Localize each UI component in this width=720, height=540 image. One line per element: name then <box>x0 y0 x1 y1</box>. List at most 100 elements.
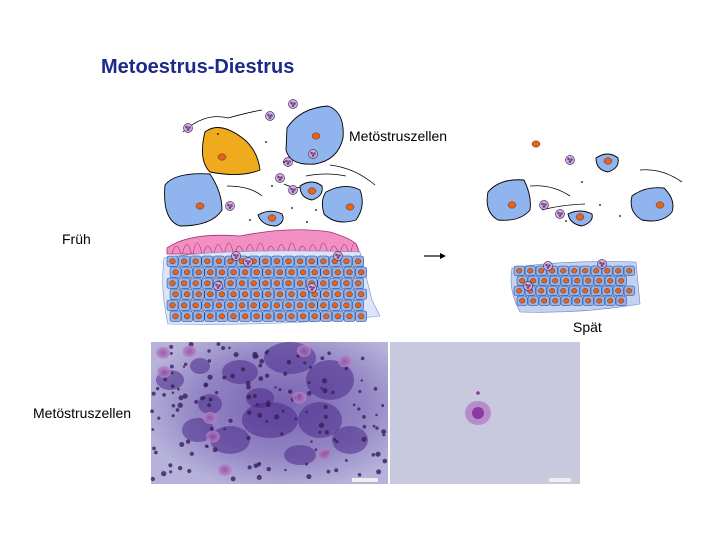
nucleus <box>227 258 234 265</box>
nucleus <box>560 288 567 294</box>
neutrophil <box>308 149 318 159</box>
nucleus <box>250 302 257 309</box>
nucleus <box>169 280 176 287</box>
nucleus <box>575 213 585 221</box>
nucleus <box>320 280 327 287</box>
nucleus <box>204 258 211 265</box>
nucleus <box>207 313 214 320</box>
nucleus <box>596 298 603 304</box>
nucleus <box>519 278 526 284</box>
nucleus <box>519 298 526 304</box>
nucleus <box>218 313 226 320</box>
early-epithelium <box>162 229 381 325</box>
neutrophil <box>213 281 223 291</box>
neutrophil <box>183 123 193 133</box>
nucleus <box>183 269 191 276</box>
nucleus <box>552 298 559 304</box>
nucleus <box>262 302 269 309</box>
nucleus <box>549 288 556 294</box>
nucleus <box>354 258 362 265</box>
nucleus <box>331 280 339 287</box>
nucleus <box>265 269 272 276</box>
stained-cell <box>317 448 332 461</box>
nucleus <box>334 313 342 320</box>
nucleus <box>204 280 211 287</box>
nucleus <box>288 269 295 276</box>
pink-keratinized-layer <box>166 229 361 255</box>
nucleus <box>626 268 633 274</box>
nucleus <box>618 298 625 304</box>
cell-cluster <box>210 426 250 454</box>
nucleus <box>354 302 362 309</box>
nucleus <box>215 258 223 265</box>
nucleus <box>241 313 249 320</box>
nucleus <box>207 269 214 276</box>
nucleus <box>357 269 365 276</box>
cell-cluster <box>242 402 298 438</box>
late-stage-label: Spät <box>573 319 602 335</box>
nucleus <box>299 291 307 298</box>
nucleus <box>516 268 523 274</box>
nucleus <box>172 313 179 320</box>
nucleus <box>343 258 350 265</box>
nucleus <box>311 132 321 140</box>
neutrophil <box>565 155 575 165</box>
nucleus <box>296 302 304 309</box>
nucleus <box>334 291 342 298</box>
neutrophil <box>265 111 275 121</box>
nucleus <box>603 157 613 165</box>
nucleus <box>276 313 284 320</box>
stained-cell <box>338 355 353 368</box>
nucleus <box>593 288 600 294</box>
nucleus <box>538 268 545 274</box>
stained-cell <box>296 344 311 357</box>
stained-cell <box>156 346 171 359</box>
nucleus <box>571 288 578 294</box>
nucleus <box>273 280 281 287</box>
nucleus <box>288 291 295 298</box>
nucleus <box>183 291 191 298</box>
nucleus <box>192 302 199 309</box>
superficial-cell <box>201 127 261 175</box>
nucleus <box>308 302 315 309</box>
nucleus <box>323 313 330 320</box>
metoestrus-cells-label: Metöstruszellen <box>349 128 448 144</box>
stained-cell <box>202 411 217 424</box>
superficial-cell <box>164 173 223 227</box>
nucleus <box>276 291 284 298</box>
nucleus <box>346 269 353 276</box>
nucleus <box>253 269 260 276</box>
nucleus <box>204 302 211 309</box>
neutrophil <box>307 283 317 293</box>
neutrophil <box>543 261 553 271</box>
nucleus <box>230 291 237 298</box>
nucleus <box>311 269 318 276</box>
mucus-strand <box>529 185 571 197</box>
nucleus <box>276 269 284 276</box>
nucleus <box>183 313 191 320</box>
nucleus <box>571 268 578 274</box>
nucleus <box>250 280 257 287</box>
neutrophil <box>523 281 533 291</box>
nucleus <box>563 298 570 304</box>
nucleus <box>323 291 330 298</box>
nucleus <box>618 278 625 284</box>
stained-cell <box>156 365 171 378</box>
nucleus <box>560 268 567 274</box>
nucleus <box>195 313 202 320</box>
nucleus <box>334 269 342 276</box>
cell-cluster <box>332 426 368 454</box>
nucleus <box>343 280 350 287</box>
cell-cluster <box>298 402 342 438</box>
micrograph-label: Metöstruszellen <box>33 405 132 421</box>
nucleus <box>655 201 665 209</box>
neutrophil <box>555 209 565 219</box>
early-stage-label: Früh <box>62 231 91 247</box>
nucleus <box>180 258 188 265</box>
nucleus <box>331 302 339 309</box>
neutrophil <box>597 259 607 269</box>
nucleus <box>262 280 269 287</box>
scale-bar <box>549 478 571 482</box>
neutrophil <box>539 200 549 210</box>
cell-cluster <box>190 358 210 374</box>
